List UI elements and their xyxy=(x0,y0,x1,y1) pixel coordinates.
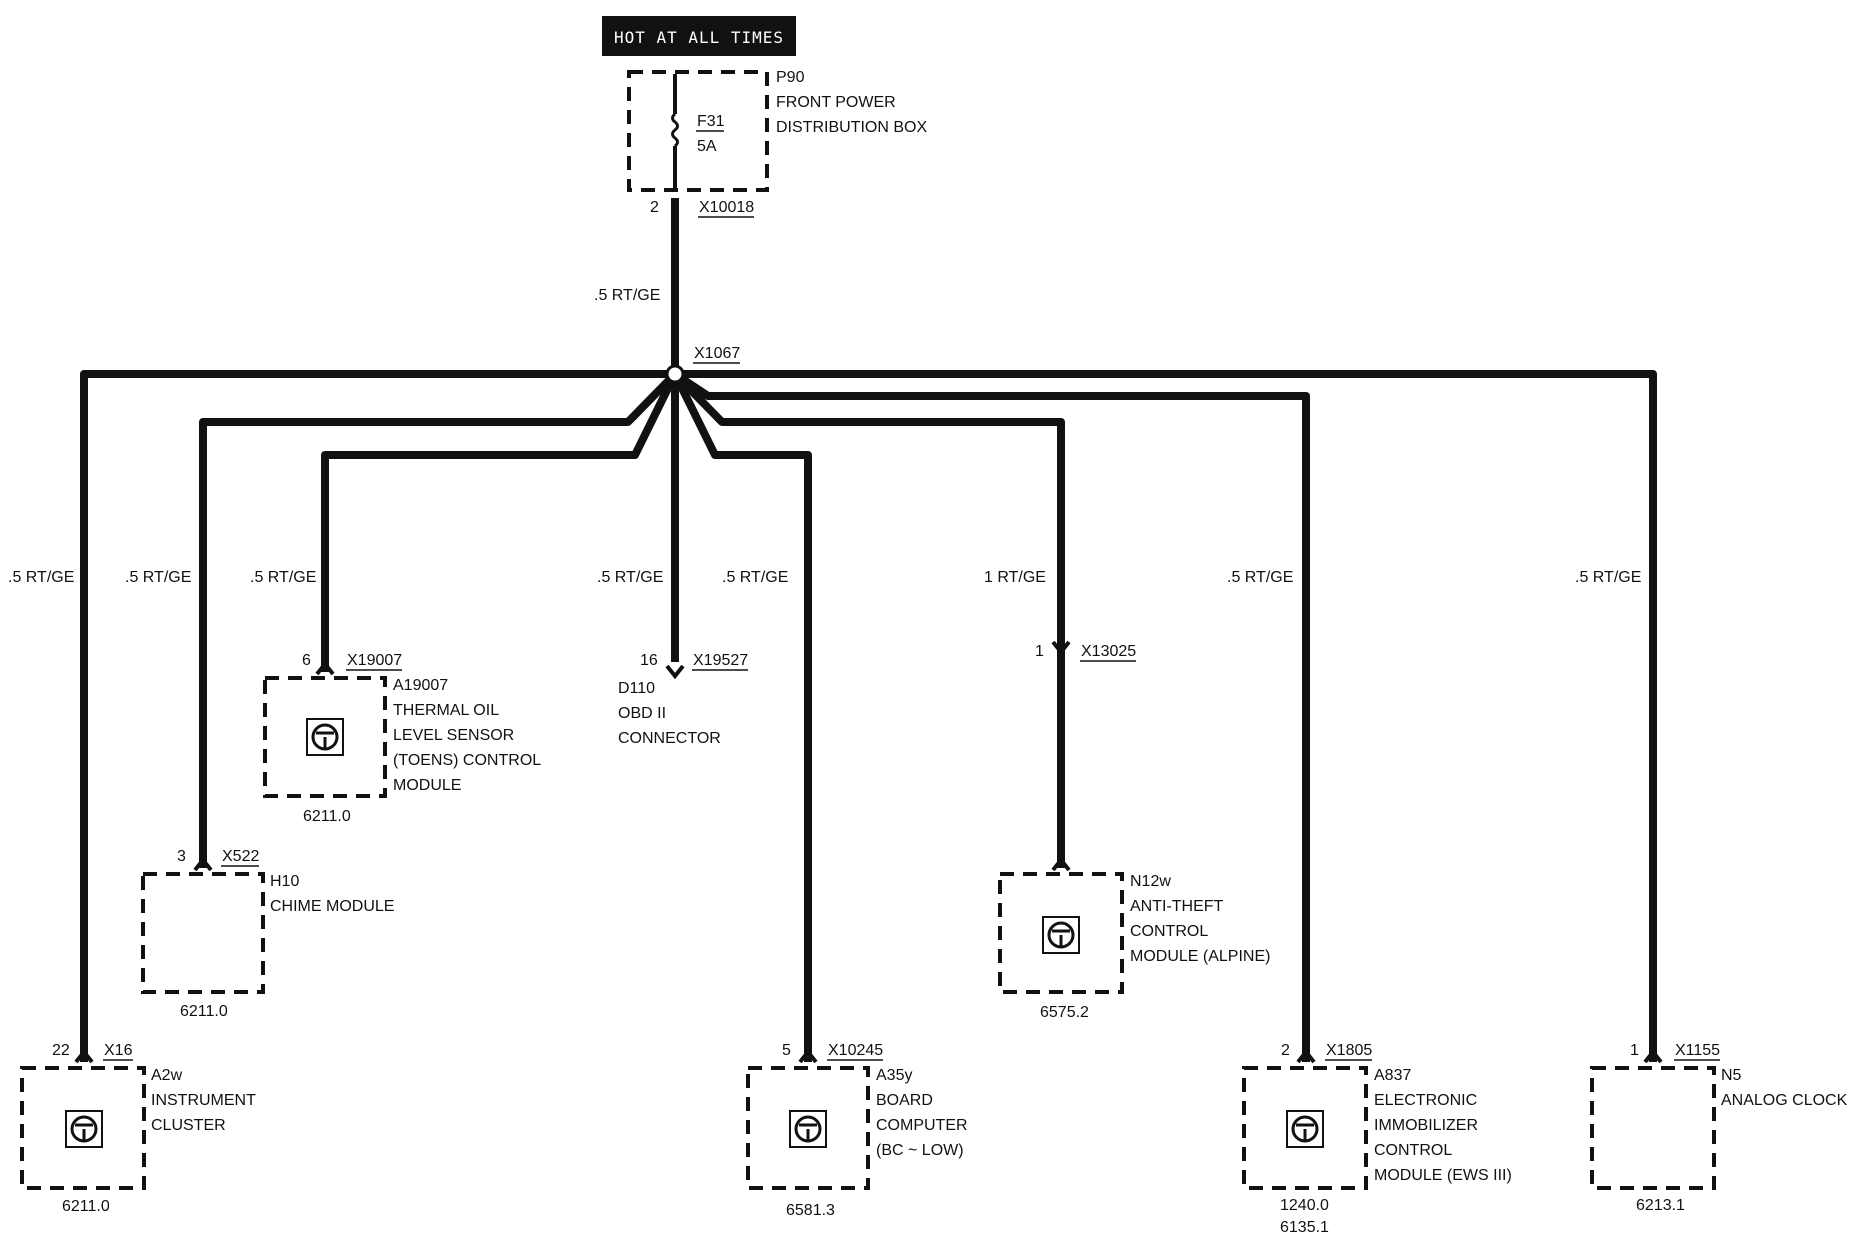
anti-theft-line-3: MODULE (ALPINE) xyxy=(1130,948,1270,965)
board-line-2: COMPUTER xyxy=(876,1117,968,1134)
wire-label-clock: .5 RT/GE xyxy=(1575,569,1641,586)
fuse-symbol-icon xyxy=(671,112,679,148)
fuse-box-code: P90 xyxy=(776,69,805,86)
steering-wheel-icon xyxy=(1042,916,1080,954)
wire-label-instrument: .5 RT/GE xyxy=(8,569,74,586)
immobilizer-line-2: IMMOBILIZER xyxy=(1374,1117,1478,1134)
module-immobilizer: 2 X1805 A837 ELECTRONIC IMMOBILIZER CONT… xyxy=(1242,1042,1512,1236)
immobilizer-pin: 2 xyxy=(1281,1042,1290,1059)
anti-theft-code: N12w xyxy=(1130,873,1171,890)
board-pin: 5 xyxy=(782,1042,791,1059)
fuse-rating: 5A xyxy=(697,138,717,155)
chime-ref: 6211.0 xyxy=(180,1003,228,1020)
toens-line-2: LEVEL SENSOR xyxy=(393,727,514,744)
module-anti-theft: 1 X13025 N12w ANTI-THEFT CONTROL MODULE … xyxy=(998,640,1270,1021)
immobilizer-ref: 1240.0 xyxy=(1280,1197,1329,1214)
instrument-connector: X16 xyxy=(104,1042,133,1059)
steering-wheel-icon xyxy=(306,718,344,756)
toens-pin: 6 xyxy=(302,652,311,669)
fuse-connector: X10018 xyxy=(699,199,754,216)
splice-label: X1067 xyxy=(694,345,740,362)
wire-anti-theft xyxy=(672,371,1065,868)
wire-label-obd: .5 RT/GE xyxy=(597,569,663,586)
immobilizer-line-4: MODULE (EWS III) xyxy=(1374,1167,1512,1184)
toens-ref: 6211.0 xyxy=(303,808,351,825)
chime-line-1: CHIME MODULE xyxy=(270,898,394,915)
clock-line-1: ANALOG CLOCK xyxy=(1721,1092,1848,1109)
fuse-box-name-2: DISTRIBUTION BOX xyxy=(776,119,927,136)
anti-theft-line-2: CONTROL xyxy=(1130,923,1208,940)
module-analog-clock: 1 X1155 N5 ANALOG CLOCK 6213.1 xyxy=(1590,1042,1848,1214)
module-chime: 3 X522 H10 CHIME MODULE 6211.0 xyxy=(141,848,394,1020)
hot-at-all-times-header: HOT AT ALL TIMES xyxy=(602,16,796,56)
steering-wheel-icon xyxy=(789,1110,827,1148)
immobilizer-code: A837 xyxy=(1374,1067,1411,1084)
wire-label-toens: .5 RT/GE xyxy=(250,569,316,586)
instrument-line-2: CLUSTER xyxy=(151,1117,226,1134)
toens-code: A19007 xyxy=(393,677,448,694)
board-line-3: (BC ~ LOW) xyxy=(876,1142,964,1159)
fuse-box-name-1: FRONT POWER xyxy=(776,94,896,111)
chime-connector: X522 xyxy=(222,848,259,865)
connector-obd: 16 X19527 D110 OBD II CONNECTOR xyxy=(618,652,748,747)
steering-wheel-icon xyxy=(1286,1110,1324,1148)
module-toens: 6 X19007 A19007 THERMAL OIL LEVEL SENSOR… xyxy=(263,652,541,825)
anti-theft-pin: 1 xyxy=(1035,643,1044,660)
anti-theft-ref: 6575.2 xyxy=(1040,1004,1089,1021)
feed-wire-label: .5 RT/GE xyxy=(594,287,660,304)
obd-line-1: OBD II xyxy=(618,705,666,722)
instrument-code: A2w xyxy=(151,1067,183,1084)
board-line-1: BOARD xyxy=(876,1092,933,1109)
instrument-ref: 6211.0 xyxy=(62,1198,110,1215)
module-board-computer: 5 X10245 A35y BOARD COMPUTER (BC ~ LOW) … xyxy=(746,1042,968,1219)
wire-chime xyxy=(199,371,678,868)
anti-theft-connector: X13025 xyxy=(1081,643,1136,660)
toens-line-4: MODULE xyxy=(393,777,461,794)
toens-connector: X19007 xyxy=(347,652,402,669)
wire-immobilizer xyxy=(672,370,1310,1062)
chime-code: H10 xyxy=(270,873,299,890)
fuse-pin: 2 xyxy=(650,199,659,216)
obd-line-2: CONNECTOR xyxy=(618,730,721,747)
splice-x1067 xyxy=(665,364,685,384)
immobilizer-connector: X1805 xyxy=(1326,1042,1372,1059)
wire-label-board: .5 RT/GE xyxy=(722,569,788,586)
obd-pin: 16 xyxy=(640,652,658,669)
obd-connector: X19527 xyxy=(693,652,748,669)
chime-pin: 3 xyxy=(177,848,186,865)
obd-code: D110 xyxy=(618,680,655,697)
toens-line-1: THERMAL OIL xyxy=(393,702,499,719)
instrument-line-1: INSTRUMENT xyxy=(151,1092,256,1109)
fuse-box-p90: F31 5A P90 FRONT POWER DISTRIBUTION BOX … xyxy=(627,69,927,218)
board-connector: X10245 xyxy=(828,1042,883,1059)
wire-label-chime: .5 RT/GE xyxy=(125,569,191,586)
clock-pin: 1 xyxy=(1630,1042,1639,1059)
clock-code: N5 xyxy=(1721,1067,1742,1084)
wire-analog-clock xyxy=(675,370,1657,1062)
steering-wheel-icon xyxy=(65,1110,103,1148)
wire-network: X1067 .5 RT/GE xyxy=(80,198,1657,1062)
wire-board-computer xyxy=(671,372,812,1062)
toens-line-3: (TOENS) CONTROL xyxy=(393,752,541,769)
immobilizer-line-3: CONTROL xyxy=(1374,1142,1452,1159)
board-code: A35y xyxy=(876,1067,912,1084)
fuse-label: F31 xyxy=(697,113,725,130)
module-instrument-cluster: 22 X16 A2w INSTRUMENT CLUSTER 6211.0 xyxy=(20,1042,256,1215)
wire-label-anti-theft: 1 RT/GE xyxy=(984,569,1046,586)
board-ref: 6581.3 xyxy=(786,1202,835,1219)
instrument-pin: 22 xyxy=(52,1042,70,1059)
wire-label-immobilizer: .5 RT/GE xyxy=(1227,569,1293,586)
anti-theft-line-1: ANTI-THEFT xyxy=(1130,898,1224,915)
immobilizer-line-1: ELECTRONIC xyxy=(1374,1092,1477,1109)
wire-toens xyxy=(321,372,679,672)
clock-ref: 6213.1 xyxy=(1636,1197,1685,1214)
header-label: HOT AT ALL TIMES xyxy=(614,28,784,47)
clock-connector: X1155 xyxy=(1675,1042,1720,1059)
wire-instrument-cluster xyxy=(80,370,675,1062)
immobilizer-ref-2: 6135.1 xyxy=(1280,1219,1329,1236)
